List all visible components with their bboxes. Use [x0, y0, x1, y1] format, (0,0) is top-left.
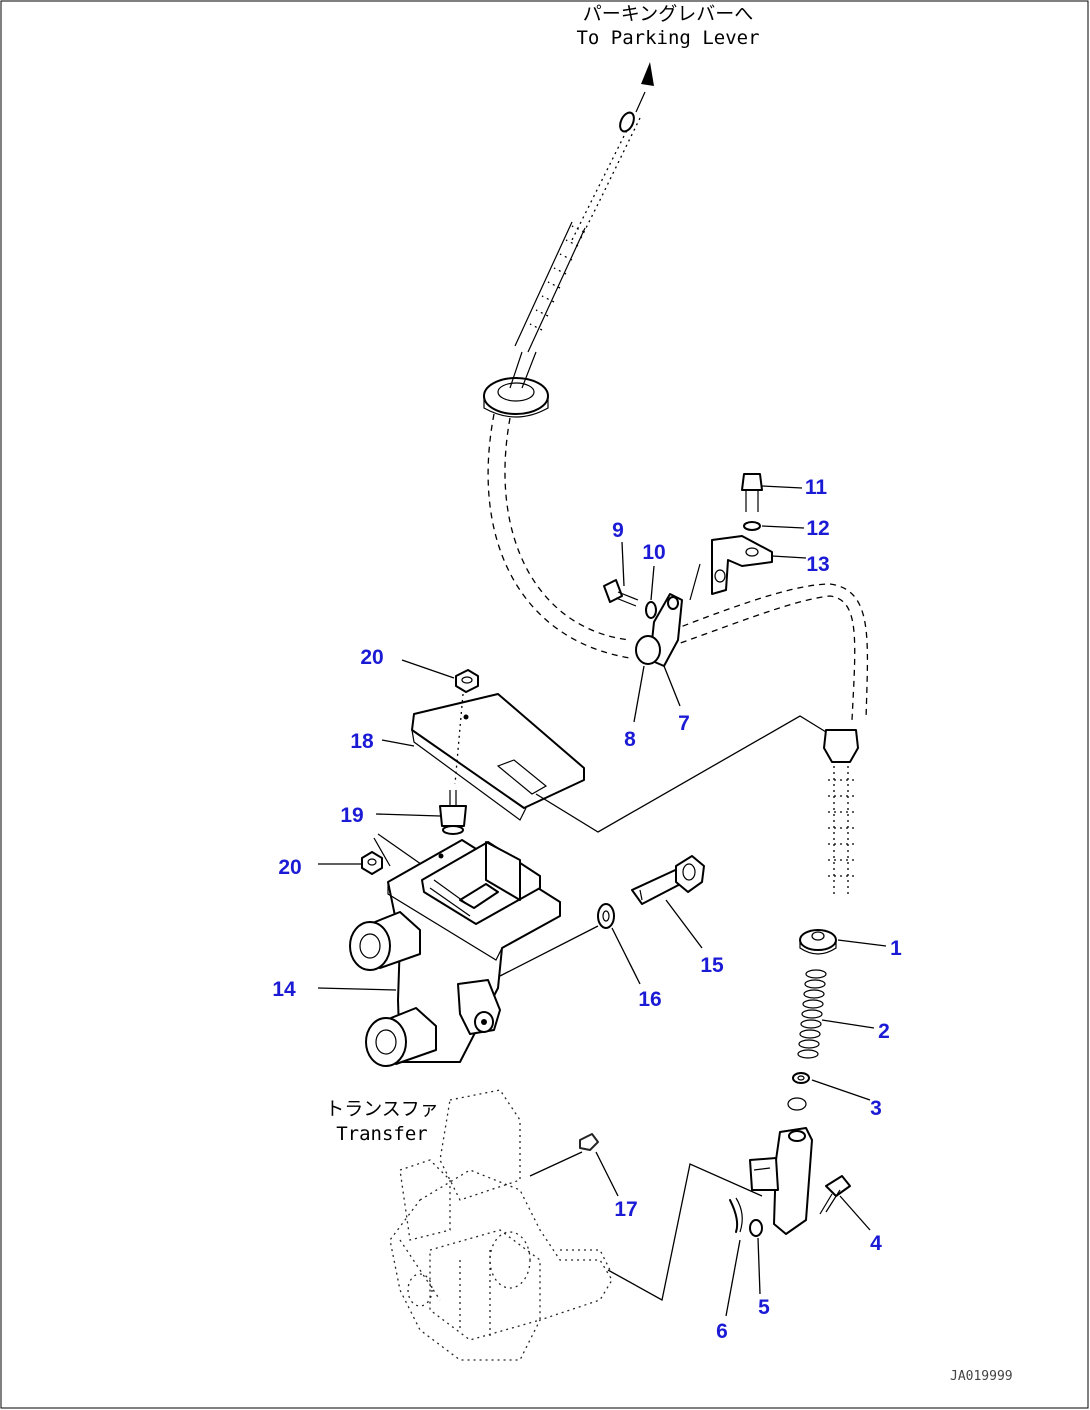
transfer-housing [389, 1089, 613, 1361]
callout-4: 4 [870, 1232, 882, 1255]
callout-15: 15 [700, 954, 724, 977]
callout-6: 6 [716, 1320, 728, 1343]
callout-17: 17 [614, 1198, 637, 1221]
callout-12: 12 [806, 517, 829, 540]
callout-1: 1 [890, 937, 902, 960]
caption-transfer-en: Transfer [336, 1123, 428, 1145]
mount-plate [361, 669, 585, 877]
arrow-up-icon [641, 62, 654, 86]
callout-14: 14 [272, 978, 296, 1001]
caption-parking-lever-jp: パーキングレバーへ [583, 3, 753, 25]
callout-numbers: 1 2 3 4 5 6 7 8 9 10 11 12 13 14 15 16 1… [272, 476, 902, 1343]
spring-lever-assembly [729, 929, 851, 1237]
caption-parking-lever-en: To Parking Lever [576, 27, 759, 49]
callout-20-top: 20 [360, 646, 383, 669]
callout-3: 3 [870, 1097, 882, 1120]
callout-10: 10 [642, 541, 665, 564]
clamp-assembly [603, 473, 773, 667]
parking-cable [483, 62, 869, 895]
callout-8: 8 [624, 728, 636, 751]
caption-transfer-jp: トランスファ [325, 1098, 439, 1120]
callout-18: 18 [350, 730, 374, 753]
callout-13: 13 [806, 553, 829, 576]
callout-9: 9 [612, 519, 624, 542]
callout-19: 19 [340, 804, 363, 827]
callout-20-left: 20 [278, 856, 301, 879]
support-bracket [349, 839, 561, 1067]
callout-16: 16 [638, 988, 661, 1011]
callout-2: 2 [878, 1020, 890, 1043]
relation-lines [499, 715, 827, 1301]
callout-11: 11 [805, 476, 828, 499]
drawing-code: JA019999 [950, 1369, 1013, 1384]
callout-7: 7 [678, 712, 690, 735]
callout-5: 5 [758, 1296, 770, 1319]
bolt-and-washer [597, 855, 705, 929]
callout-leaders [317, 485, 887, 1317]
